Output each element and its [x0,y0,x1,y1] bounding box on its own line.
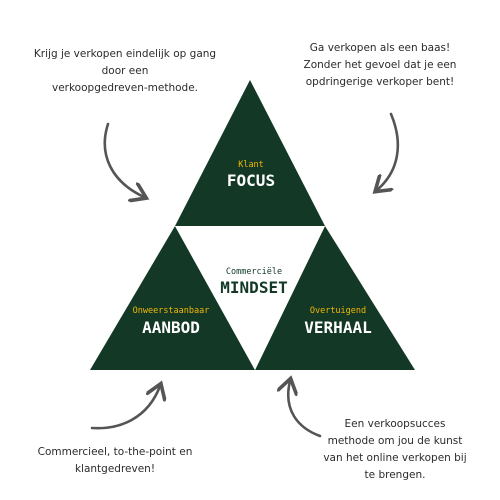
label-right-big: VERHAAL [304,318,371,337]
note-line: Krijg je verkopen eindelijk op gang [33,48,217,60]
note-line: Commercieel, to-the-point en [37,446,193,458]
note-line: Ga verkopen als een baas! [309,42,451,54]
note-line: methode om jou de kunst [327,435,463,447]
note-line: van het online verkopen bij [323,452,467,464]
arrow-icon [103,122,144,197]
label-left-big: AANBOD [142,318,200,337]
arrow-icon [377,112,400,190]
note-bottom-left: Commercieel, to-the-point en klantgedrev… [5,444,225,478]
note-top-left: Krijg je verkopen eindelijk op gang door… [20,46,230,97]
label-center-big: MINDSET [220,278,287,297]
label-top-small: Klant [238,160,264,170]
label-right-small: Overtuigend [310,306,366,316]
note-line: te brengen. [364,469,426,481]
label-center-small: Commerciële [226,267,282,277]
triangle-top [175,80,325,226]
note-line: Zonder het gevoel dat je een [303,59,457,71]
triangle-center [175,226,325,370]
arrow-icon [90,386,160,430]
triangle-right [255,226,415,370]
note-line: verkoopgedreven-methode. [51,82,198,94]
note-top-right: Ga verkopen als een baas! Zonder het gev… [275,40,485,91]
note-line: opdringerige verkoper bent! [305,76,455,88]
label-left-small: Onweerstaanbaar [133,306,210,316]
note-line: klantgedreven! [74,463,156,475]
label-top-big: FOCUS [227,171,275,190]
note-line: Een verkoopsucces [344,418,446,430]
note-line: door een [101,65,149,77]
note-bottom-right: Een verkoopsucces methode om jou de kuns… [295,416,495,484]
arrow-icon [288,381,322,438]
triangle-left [90,226,255,370]
